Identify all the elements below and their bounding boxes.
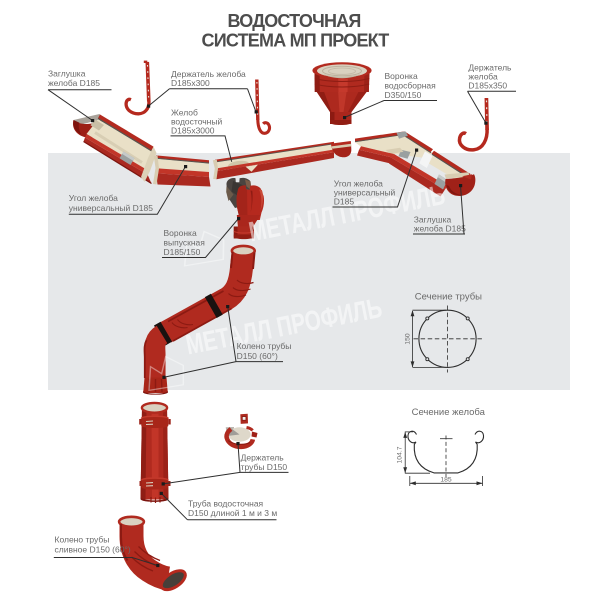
svg-text:D185/150: D185/150 [164, 247, 201, 257]
svg-text:104.7: 104.7 [397, 446, 404, 463]
svg-text:водосточный: водосточный [171, 117, 222, 127]
svg-text:Держатель: Держатель [468, 63, 512, 73]
svg-text:универсальный: универсальный [334, 188, 396, 198]
svg-text:сливное D150 (60°): сливное D150 (60°) [55, 545, 131, 555]
svg-text:Желоб: Желоб [171, 108, 198, 118]
svg-text:Колено трубы: Колено трубы [55, 535, 110, 545]
svg-text:трубы D150: трубы D150 [241, 462, 288, 472]
svg-text:Воронка: Воронка [385, 71, 418, 81]
svg-text:Сечение желоба: Сечение желоба [412, 407, 486, 418]
svg-text:желоба D185: желоба D185 [48, 78, 100, 88]
svg-text:185: 185 [440, 477, 452, 484]
svg-text:D185x300: D185x300 [171, 78, 210, 88]
svg-text:универсальный D185: универсальный D185 [69, 203, 153, 213]
svg-text:D150 (60°): D150 (60°) [237, 351, 278, 361]
svg-text:D185: D185 [334, 197, 355, 207]
svg-text:Держатель желоба: Держатель желоба [171, 69, 246, 79]
svg-text:СИСТЕМА МП ПРОЕКТ: СИСТЕМА МП ПРОЕКТ [202, 31, 390, 51]
svg-text:Колено трубы: Колено трубы [237, 341, 292, 351]
svg-text:Держатель: Держатель [241, 453, 285, 463]
svg-text:D185x3000: D185x3000 [171, 126, 215, 136]
svg-text:D185x350: D185x350 [468, 81, 507, 91]
svg-text:желоба D185: желоба D185 [414, 224, 466, 234]
svg-text:Сечение трубы: Сечение трубы [415, 292, 482, 303]
svg-text:Заглушка: Заглушка [414, 215, 452, 225]
svg-text:150: 150 [405, 333, 412, 345]
svg-text:Угол желоба: Угол желоба [69, 193, 118, 203]
svg-text:водосборная: водосборная [385, 81, 437, 91]
svg-text:ВОДОСТОЧНАЯ: ВОДОСТОЧНАЯ [227, 11, 360, 31]
svg-text:Воронка: Воронка [164, 228, 197, 238]
svg-text:желоба: желоба [468, 72, 498, 82]
svg-text:D150 длиной 1 м и 3 м: D150 длиной 1 м и 3 м [188, 508, 277, 518]
svg-text:D350/150: D350/150 [385, 90, 422, 100]
svg-text:Угол желоба: Угол желоба [334, 178, 383, 188]
svg-text:Труба водосточная: Труба водосточная [188, 499, 264, 509]
svg-text:выпускная: выпускная [164, 238, 206, 248]
svg-text:Заглушка: Заглушка [48, 69, 86, 79]
